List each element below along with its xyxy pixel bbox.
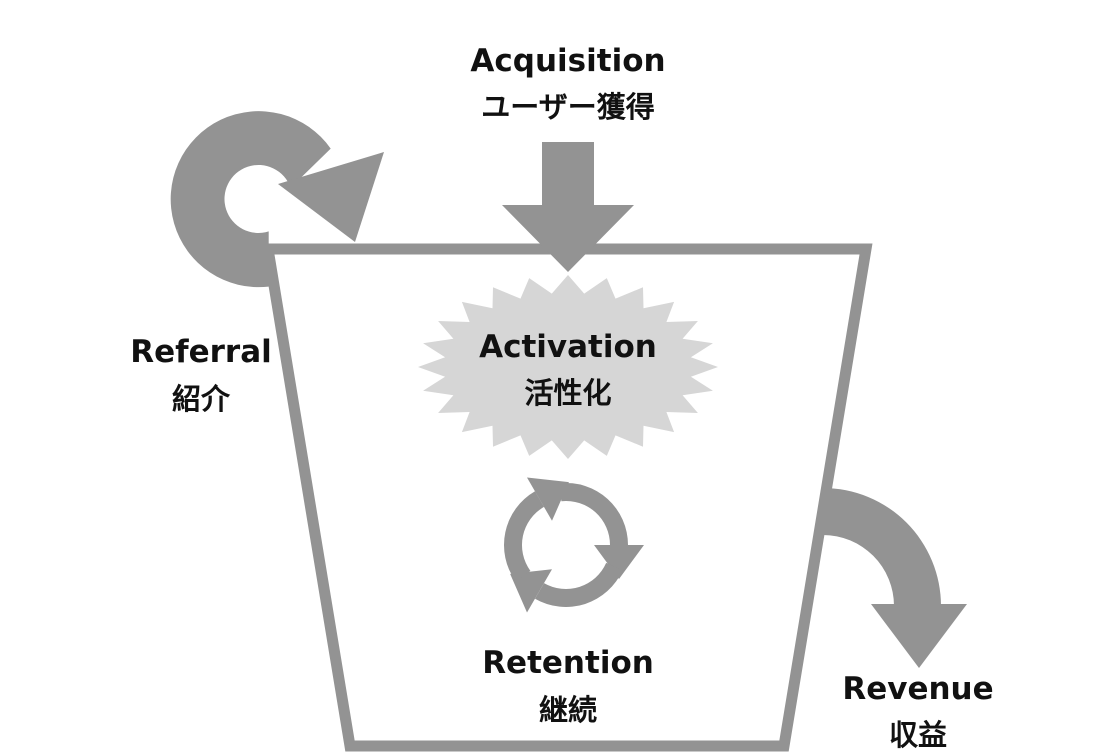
activation-burst-icon [418, 275, 718, 459]
referral-loop-icon [170, 111, 384, 288]
referral-title: Referral [130, 334, 272, 370]
referral-subtitle: 紹介 [172, 382, 231, 416]
down-arrow-icon [502, 142, 634, 272]
retention-cycle-segment [535, 562, 623, 607]
retention-cycle-arrowhead [527, 477, 569, 521]
revenue-subtitle: 収益 [889, 718, 947, 752]
retention-cycle-segment [559, 482, 628, 545]
activation-label: Activation 活性化 [479, 329, 657, 410]
revenue-title: Revenue [842, 671, 993, 707]
revenue-curved-arrow-icon [823, 488, 967, 668]
retention-cycle-arrowhead [510, 569, 552, 613]
referral-label: Referral 紹介 [130, 334, 272, 416]
retention-title: Retention [482, 645, 654, 681]
activation-title: Activation [479, 329, 657, 365]
activation-subtitle: 活性化 [524, 376, 611, 410]
acquisition-label: Acquisition ユーザー獲得 [470, 43, 665, 124]
revenue-label: Revenue 収益 [842, 671, 993, 752]
acquisition-title: Acquisition [470, 43, 665, 79]
retention-cycle-icon [503, 477, 644, 613]
acquisition-subtitle: ユーザー獲得 [481, 90, 654, 124]
retention-cycle-arrowhead [594, 545, 644, 579]
retention-subtitle: 継続 [539, 693, 597, 727]
retention-cycle-segment [503, 491, 544, 582]
retention-label: Retention 継続 [482, 645, 654, 727]
